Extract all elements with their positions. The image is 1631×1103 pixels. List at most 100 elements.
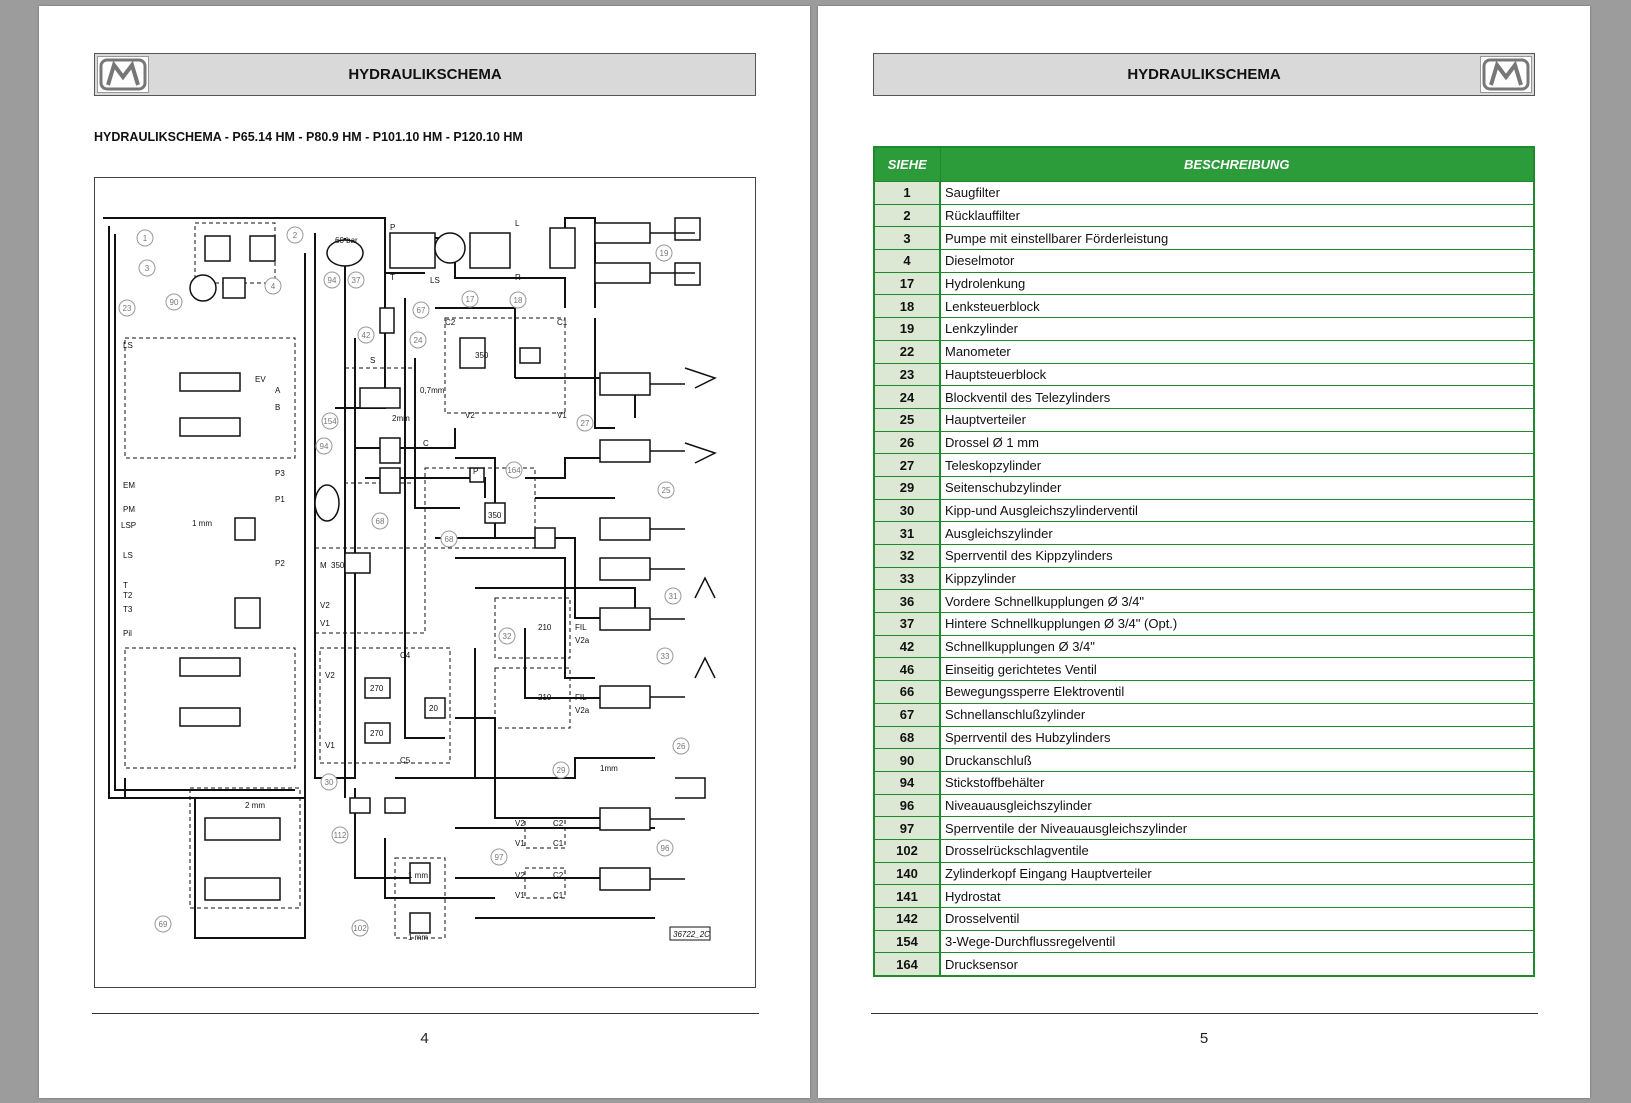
valve-210: 210 <box>538 693 552 702</box>
port-label: T <box>390 273 395 282</box>
column-header-siehe: SIEHE <box>873 146 941 182</box>
part-description: Sperrventil des Hubzylinders <box>940 726 1534 750</box>
part-number: 42 <box>874 635 941 659</box>
part-description: Seitenschubzylinder <box>940 476 1534 500</box>
callout-18: 18 <box>514 296 523 305</box>
port-label: LS <box>123 341 133 350</box>
callout-17: 17 <box>466 295 475 304</box>
part-number: 24 <box>874 385 941 409</box>
part-description: Niveauausgleichszylinder <box>940 794 1534 818</box>
port-label: P2 <box>275 559 285 568</box>
port-label: V1 <box>557 411 567 420</box>
part-description: Einseitig gerichtetes Ventil <box>940 657 1534 682</box>
part-description: Zylinderkopf Eingang Hauptverteiler <box>940 862 1534 886</box>
table-header-row: SIEHE BESCHREIBUNG <box>873 146 1535 182</box>
valve-350: 350 <box>331 561 345 570</box>
port-label: C4 <box>400 651 411 660</box>
port-label: C <box>423 439 429 448</box>
port-label: V2 <box>320 601 330 610</box>
left-page: HYDRAULIKSCHEMA HYDRAULIKSCHEMA - P65.14… <box>39 6 810 1098</box>
port-label: LSP <box>121 521 136 530</box>
hydraulic-schematic-drawing: 1 2 3 4 90 23 94 37 67 42 24 17 18 19 15… <box>103 217 717 942</box>
part-number: 25 <box>874 408 941 432</box>
port-label: T3 <box>123 605 133 614</box>
part-description: Vordere Schnellkupplungen Ø 3/4" <box>940 589 1534 614</box>
orifice-0-7mm: 0,7mm <box>420 386 445 395</box>
part-description: Schnellanschlußzylinder <box>940 703 1534 727</box>
part-number: 37 <box>874 612 941 636</box>
callout-2: 2 <box>293 231 298 240</box>
footer-divider <box>871 1013 1538 1014</box>
port-label: C5 <box>400 756 411 765</box>
port-label: P <box>473 467 478 476</box>
part-number: 2 <box>874 204 941 228</box>
part-number: 4 <box>874 249 941 273</box>
part-number: 140 <box>874 862 941 886</box>
part-number: 66 <box>874 680 941 704</box>
part-number: 18 <box>874 294 941 319</box>
valve-270: 270 <box>370 729 384 738</box>
part-number: 97 <box>874 816 941 840</box>
port-label: LS <box>123 551 133 560</box>
port-label: V1 <box>515 839 525 848</box>
callout-23: 23 <box>123 304 132 313</box>
part-description: Drossel Ø 1 mm <box>940 431 1534 455</box>
part-number: 142 <box>874 907 941 931</box>
part-description: Hydrolenkung <box>940 272 1534 296</box>
port-label: T2 <box>123 591 133 600</box>
port-label: V2a <box>575 706 590 715</box>
port-label: T <box>123 581 128 590</box>
port-label: V1 <box>320 619 330 628</box>
part-description: Lenksteuerblock <box>940 294 1534 319</box>
orifice-1-mm: 1 mm <box>192 519 212 528</box>
part-description: Ausgleichszylinder <box>940 521 1534 545</box>
port-label: C1 <box>557 318 568 327</box>
orifice-2-mm: 2 mm <box>245 801 265 810</box>
callout-90: 90 <box>170 298 179 307</box>
part-description: Schnellkupplungen Ø 3/4" <box>940 635 1534 659</box>
port-label: P3 <box>275 469 285 478</box>
callout-94-top: 94 <box>328 276 337 285</box>
part-description: Saugfilter <box>940 181 1534 205</box>
part-number: 19 <box>874 317 941 341</box>
port-label: V2 <box>325 671 335 680</box>
hydraulic-diagram: 1 2 3 4 90 23 94 37 67 42 24 17 18 19 15… <box>94 177 756 988</box>
callout-24: 24 <box>414 336 423 345</box>
part-description: Hauptverteiler <box>940 408 1534 432</box>
port-label: V2 <box>515 871 525 880</box>
orifice-2mm: 2mm <box>392 414 410 423</box>
part-description: Manometer <box>940 340 1534 364</box>
header-bar-left: HYDRAULIKSCHEMA <box>94 53 756 96</box>
part-description: Drosselrückschlagventile <box>940 839 1534 863</box>
page-header-title: HYDRAULIKSCHEMA <box>348 66 502 83</box>
part-number: 1 <box>874 181 941 205</box>
port-label: V2a <box>575 636 590 645</box>
part-description: Kipp-und Ausgleichszylinderventil <box>940 499 1534 523</box>
port-label: EV <box>255 375 266 384</box>
callout-25: 25 <box>662 486 671 495</box>
callout-69: 69 <box>159 920 168 929</box>
port-label: R <box>515 273 521 282</box>
port-label: M <box>320 561 327 570</box>
part-description: Dieselmotor <box>940 249 1534 273</box>
part-number: 32 <box>874 544 941 568</box>
